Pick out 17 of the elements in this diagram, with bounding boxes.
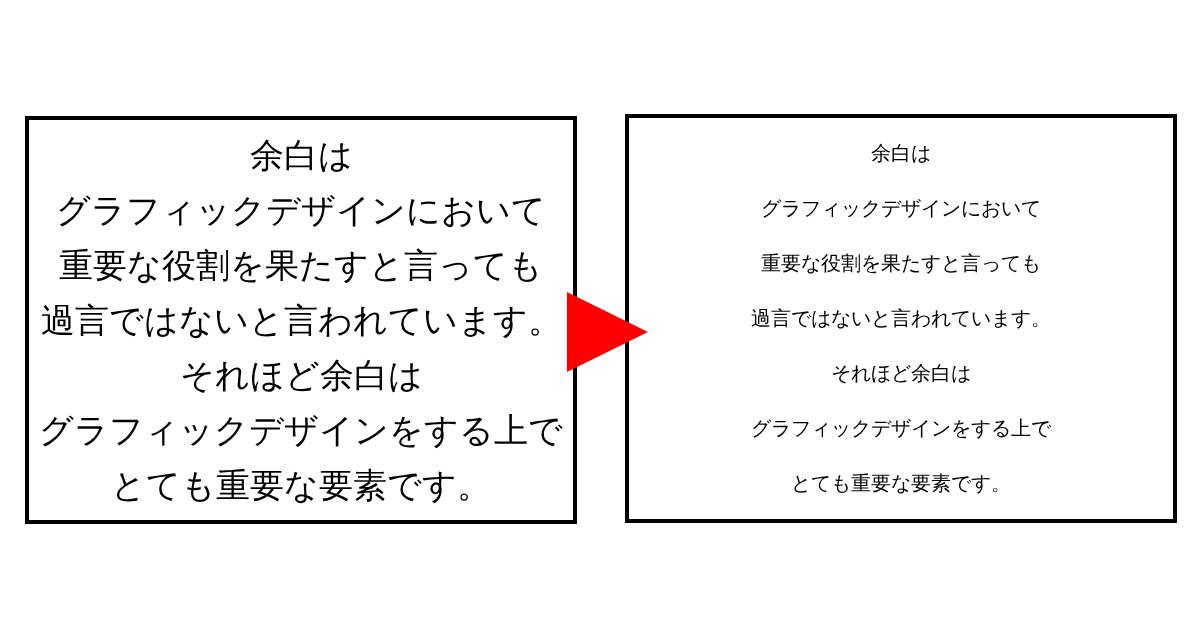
text-line: 重要な役割を果たすと言っても [59,243,543,287]
text-line: グラフィックデザインをする上で [39,408,563,452]
text-box [25,116,577,524]
text-line: それほど余白は [831,360,971,387]
text-line: 余白は [249,133,353,177]
text-line: とても重要な要素です。 [791,470,1011,497]
text-line: 過言ではないと言われています。 [40,298,562,342]
text-box [625,114,1177,523]
text-line: 余白は [871,140,931,167]
text-line: グラフィックデザインをする上で [751,415,1051,442]
text-line: グラフィックデザインにおいて [56,188,546,232]
text-line: とても重要な要素です。 [111,463,491,507]
text-line: 重要な役割を果たすと言っても [761,250,1041,277]
text-line: グラフィックデザインにおいて [761,195,1041,222]
arrow [567,292,648,372]
text-line: それほど余白は [179,353,423,397]
text-line: 過言ではないと言われています。 [751,305,1051,332]
